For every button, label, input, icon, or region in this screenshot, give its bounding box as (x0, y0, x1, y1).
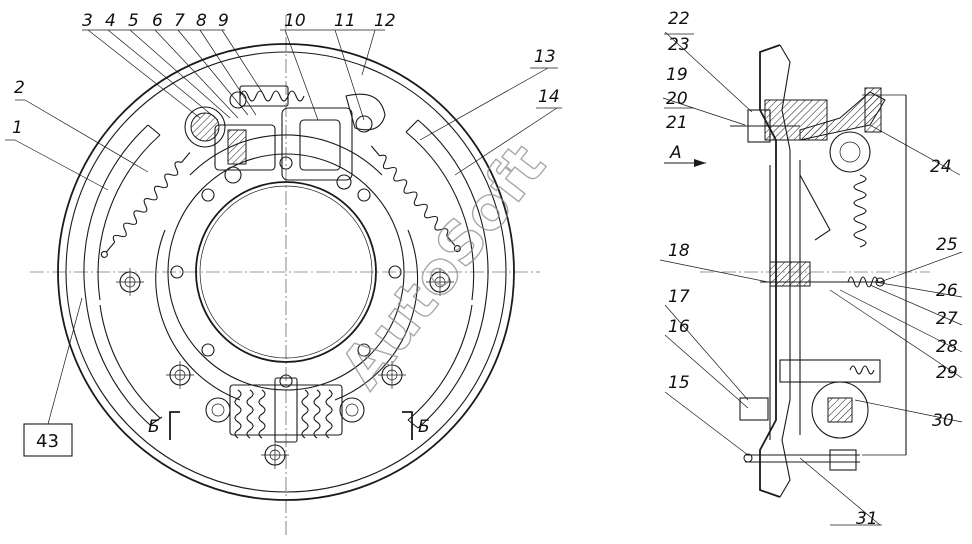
side-spring (853, 174, 867, 248)
bolt-hole (201, 188, 215, 202)
callout-16: 16 (668, 317, 690, 337)
callout-43-label: 43 (36, 431, 59, 452)
drum-inner-rim (65, 51, 507, 493)
front-view: Б Б 43 (5, 15, 562, 535)
left-shoe-bottom-end (149, 416, 163, 426)
callout-13: 13 (534, 47, 556, 67)
upper-return-spring (239, 90, 305, 102)
callout-22: 22 (668, 9, 690, 29)
flange-bolt-holes (170, 156, 402, 388)
callout-19: 19 (666, 65, 688, 85)
callout-12: 12 (374, 11, 396, 31)
lower-strut (779, 359, 881, 383)
callout-1: 1 (12, 118, 23, 138)
left-diagonal-spring (100, 152, 191, 258)
cam-roller (829, 131, 871, 173)
callout-numbers: 1 2 3 4 5 6 7 8 9 10 11 12 13 14 15 16 1… (12, 9, 958, 529)
front-leaders (5, 29, 562, 191)
bolt-hole (170, 265, 184, 279)
section-label-left: Б (148, 417, 160, 437)
flange-upper (189, 134, 383, 176)
callout-29: 29 (936, 363, 958, 383)
callout-15: 15 (668, 373, 690, 393)
bolt-hole (357, 343, 371, 357)
left-shoe-lower-lining (99, 304, 161, 419)
callout-9: 9 (218, 11, 229, 31)
leader-43 (47, 297, 83, 425)
lower-adjuster (205, 377, 365, 443)
callout-30: 30 (932, 411, 954, 431)
expander-body (214, 124, 276, 171)
adjuster-lever (345, 93, 386, 131)
callout-20: 20 (666, 89, 688, 109)
callout-14: 14 (538, 87, 560, 107)
side-view: А (659, 31, 963, 526)
wheel-cylinder (281, 107, 353, 181)
callout-4: 4 (105, 11, 116, 31)
callout-6: 6 (152, 11, 163, 31)
upper-expander (184, 91, 386, 190)
callout-3: 3 (82, 11, 93, 31)
bolt-hole (357, 188, 371, 202)
callout-23: 23 (668, 35, 690, 55)
bolt-hole (279, 374, 293, 388)
anchor-pin (190, 112, 220, 142)
callout-24: 24 (930, 157, 952, 177)
mounting-bolts (116, 268, 454, 469)
bolt-head-16 (739, 397, 769, 421)
view-arrow-a-head (694, 159, 706, 167)
bracket-pin (743, 453, 753, 463)
left-shoe-outer (83, 124, 149, 301)
right-shoe-bottom-end (407, 419, 419, 429)
bolt-hole (279, 156, 293, 170)
view-label-a: А (669, 143, 682, 163)
callout-25: 25 (936, 235, 958, 255)
left-shoe-lining (97, 134, 161, 301)
callout-21: 21 (666, 113, 688, 133)
adjuster-nut (827, 397, 853, 423)
drum-outer-rim (57, 43, 515, 501)
callout-18: 18 (668, 241, 690, 261)
expander-seal (227, 129, 247, 165)
left-shoe-lower-outer (85, 299, 151, 426)
lower-strut-spring (849, 365, 875, 375)
callout-5: 5 (128, 11, 139, 31)
section-marker-left (169, 411, 180, 440)
bracket-block (829, 449, 857, 471)
callout-17: 17 (668, 287, 690, 307)
hub-bore (195, 181, 377, 363)
right-diagonal-spring (370, 145, 461, 253)
callout-31: 31 (856, 509, 878, 529)
section-marker-right (402, 411, 413, 440)
flange-right (334, 229, 419, 401)
cam-bracket (864, 87, 882, 133)
watermark-text: AutoSoft (327, 132, 558, 401)
callout-26: 26 (936, 281, 958, 301)
right-shoe-top-end (405, 119, 419, 133)
left-shoe-top-end (147, 124, 161, 136)
hub-bore-inner (199, 185, 373, 359)
callout-10: 10 (284, 11, 306, 31)
callout-2: 2 (14, 78, 25, 98)
callout-28: 28 (936, 337, 958, 357)
right-shoe-lower-lining (407, 304, 473, 421)
callout-11: 11 (334, 11, 356, 31)
right-shoe-lining (405, 131, 475, 301)
flange-bolt-circle (167, 153, 405, 391)
adjuster-wheel (811, 381, 869, 439)
mid-spring (847, 276, 879, 288)
right-shoe-outer (417, 119, 489, 301)
bolt-hole (201, 343, 215, 357)
section-label-right: Б (418, 417, 430, 437)
side-leaders (659, 31, 963, 526)
right-shoe-lower-outer (417, 299, 487, 429)
callout-8: 8 (196, 11, 207, 31)
callout-27: 27 (936, 309, 958, 329)
shoe-pin (799, 174, 831, 241)
flange-left (155, 229, 241, 401)
bolt-hole (388, 265, 402, 279)
callout-7: 7 (174, 11, 185, 31)
